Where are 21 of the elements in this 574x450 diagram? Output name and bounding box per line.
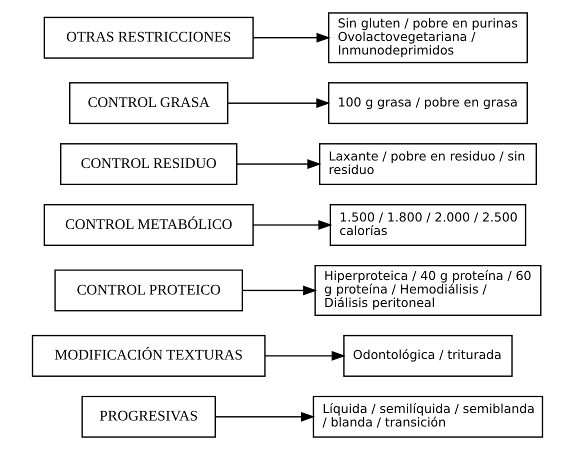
node-box: Laxante / pobre en residuo / sin residuo — [318, 143, 536, 186]
arrow — [236, 159, 321, 169]
node-box: PROGRESIVAS — [80, 396, 216, 438]
node-box: Sin gluten / pobre en purinas Ovolactovegetariana / Inmunodeprimidos — [328, 12, 528, 64]
node-box: 100 g grasa / pobre en grasa — [328, 82, 528, 124]
arrow — [252, 220, 332, 230]
arrow — [242, 286, 317, 296]
node-box: 1.500 / 1.800 / 2.000 / 2.500 calorías — [329, 204, 526, 246]
node-box: Hiperproteica / 40 g proteína / 60 g proteína / Hemodiálisis / Diálisis peritoneal — [314, 264, 541, 316]
node-box: Odontológica / triturada — [342, 334, 512, 377]
arrow — [252, 32, 330, 43]
node-box: CONTROL GRASA — [68, 82, 228, 124]
node-box: Líquida / semilíquida / semiblanda / blanda / transición — [312, 396, 543, 438]
arrow — [264, 350, 346, 361]
node-box: CONTROL PROTEICO — [54, 269, 243, 312]
node-box: CONTROL RESIDUO — [60, 143, 237, 186]
arrow — [227, 98, 330, 108]
node-box: CONTROL METABÓLICO — [43, 204, 254, 246]
node-box: MODIFICACIÓN TEXTURAS — [31, 334, 266, 377]
arrow — [215, 412, 314, 422]
node-box: OTRAS RESTRICCIONES — [43, 16, 254, 59]
